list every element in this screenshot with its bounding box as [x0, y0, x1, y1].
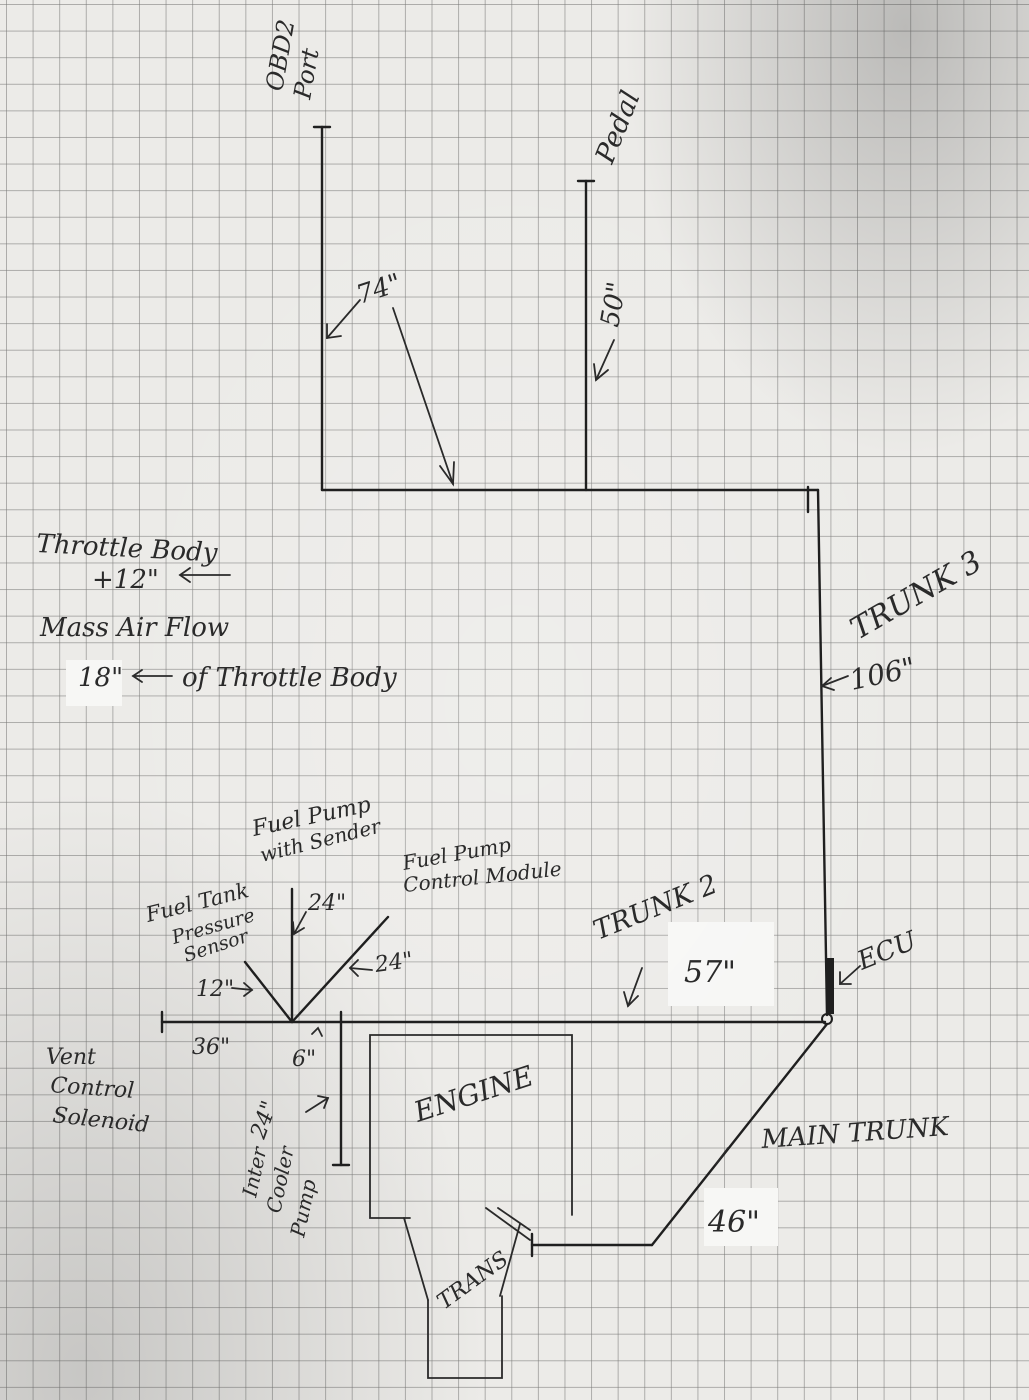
arrow-74-down-head — [439, 461, 455, 487]
label-pedal: Pedal — [589, 87, 646, 169]
whiteout-patch-trunk2 — [668, 922, 774, 1006]
arrow-ecu-head — [839, 971, 852, 985]
arrow-74-left-head — [326, 323, 342, 340]
label-trunk2-len: 57" — [684, 955, 736, 990]
trans-left-edge — [403, 1217, 429, 1301]
label-len-24-diag: 24" — [372, 948, 414, 978]
arrow-ecu — [839, 965, 861, 985]
label-mass-air-flow: Mass Air Flow — [39, 613, 229, 643]
arrow-24-down-head — [317, 1095, 330, 1109]
label-trunk3-len: 106" — [847, 651, 919, 697]
fuel-tank-sensor-wire — [243, 960, 294, 1024]
arrow-74-left — [326, 299, 361, 339]
annotation-arrows — [131, 299, 861, 1165]
label-len-36: 36" — [192, 1035, 230, 1060]
label-vent-2: Control — [50, 1073, 135, 1104]
label-engine: ENGINE — [409, 1059, 537, 1129]
trans-flange-2 — [497, 1207, 531, 1231]
whiteout-patch-maf — [66, 660, 122, 706]
arrow-throttle-head — [178, 567, 191, 583]
arrow-trunk3 — [821, 675, 849, 687]
label-len-6: 6" — [292, 1047, 316, 1072]
arrow-24-up — [293, 911, 307, 935]
label-trunk2: TRUNK 2 — [589, 869, 722, 947]
label-main-trunk: MAIN TRUNK — [759, 1112, 951, 1155]
main-trunk-wire — [650, 1022, 829, 1247]
arrow-trunk3-head — [820, 677, 835, 691]
arrow-74-down — [392, 307, 454, 485]
arrow-24-up-head — [292, 921, 305, 936]
label-maf-len: 18" — [78, 663, 123, 693]
label-main-trunk-len: 46" — [707, 1205, 760, 1240]
arrow-trunk2 — [627, 967, 643, 1007]
arrow-24-diag-head — [348, 959, 359, 977]
trunk3-wire — [816, 488, 829, 1017]
ecu-block — [826, 958, 834, 1014]
trans-tail — [427, 1295, 503, 1379]
arrow-maf-head — [131, 669, 143, 683]
label-trunk3: TRUNK 3 — [845, 544, 988, 647]
label-len-12: 12" — [196, 977, 234, 1002]
label-len-24-up: 24" — [307, 891, 346, 916]
label-vent-3: Solenoid — [51, 1103, 150, 1138]
arrow-6-head — [311, 1026, 323, 1037]
arrow-main-trunk — [715, 1147, 729, 1165]
arrow-24-down — [305, 1097, 329, 1113]
trans-flange-1 — [485, 1207, 531, 1241]
label-ecu: ECU — [852, 925, 922, 976]
engine-box — [369, 1034, 573, 1219]
trans-right-edge — [499, 1223, 521, 1297]
label-vent-1: Vent — [46, 1045, 96, 1070]
fuel-pump-module-wire — [290, 915, 390, 1024]
label-throttle-offset: +12" — [92, 565, 159, 595]
arrow-12 — [231, 987, 253, 991]
whiteout-patch-main-trunk — [704, 1188, 778, 1246]
label-maf-desc: of Throttle Body — [182, 663, 397, 693]
label-len-74: 74" — [353, 268, 405, 310]
arrow-24-diag — [349, 967, 373, 971]
label-len-24-down: 24" — [246, 1098, 283, 1143]
arrow-50-head — [593, 363, 609, 382]
handwritten-labels: OBD2 Port Pedal 74" 50" Throttle Body +1… — [36, 17, 988, 1314]
engine-trans-outline — [369, 1034, 573, 1379]
harness-wires — [160, 125, 834, 1258]
arrow-trunk2-head — [623, 991, 639, 1008]
arrow-50 — [595, 339, 615, 381]
label-len-50: 50" — [595, 280, 632, 330]
label-throttle-body: Throttle Body — [36, 529, 219, 568]
arrow-12-head — [243, 982, 254, 997]
